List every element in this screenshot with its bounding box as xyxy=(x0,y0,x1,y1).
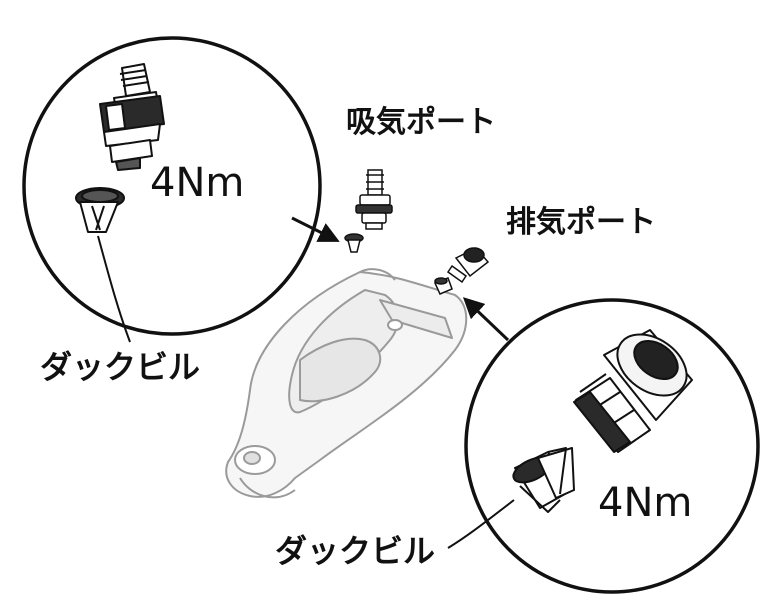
duckbill-small-intake xyxy=(344,233,364,253)
leader-line-duckbill-left xyxy=(97,235,131,343)
exhaust-valve-zoom xyxy=(573,329,693,453)
intake-valve-zoom xyxy=(99,63,165,171)
exhaust-port-label: 排気ポート xyxy=(506,205,656,240)
duckbill-small-exhaust xyxy=(433,277,453,295)
duckbill-zoom-intake xyxy=(75,187,125,233)
magnifier-intake-circle xyxy=(22,36,322,336)
duckbill-label-left: ダックビル xyxy=(40,348,200,386)
leader-line-duckbill-right xyxy=(447,499,515,549)
arrow-to-intake xyxy=(291,216,340,242)
torque-label-intake: 4Nm xyxy=(150,160,244,206)
mask-housing xyxy=(225,268,468,499)
arrow-to-exhaust xyxy=(462,297,510,342)
torque-label-exhaust: 4Nm xyxy=(598,480,692,526)
duckbill-zoom-exhaust xyxy=(512,447,575,513)
intake-valve-small xyxy=(355,169,393,230)
intake-port-label: 吸気ポート xyxy=(346,105,496,140)
duckbill-label-right: ダックビル xyxy=(275,532,435,570)
exhaust-valve-small xyxy=(446,247,490,284)
